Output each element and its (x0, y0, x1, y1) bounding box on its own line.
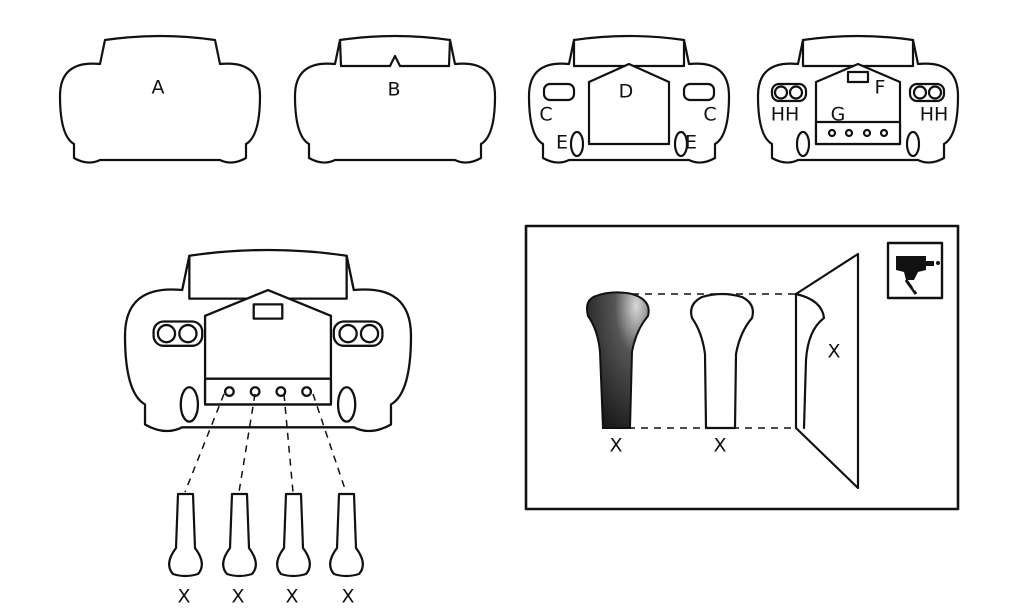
projected-outline (794, 292, 826, 430)
part-label-4: X (341, 586, 354, 608)
detail-box (524, 224, 960, 511)
spray-gun-icon (886, 241, 944, 300)
part-2 (222, 492, 257, 578)
shaded-part (586, 291, 650, 429)
projection-plane (794, 252, 860, 490)
label-b: B (387, 79, 400, 101)
detail-label-projection: X (827, 341, 840, 363)
large-car (123, 248, 413, 433)
part-3 (276, 492, 311, 578)
detail-label-outline: X (713, 435, 726, 457)
label-d: D (619, 81, 634, 103)
part-label-3: X (285, 586, 298, 608)
part-label-1: X (177, 586, 190, 608)
label-c-right: C (703, 104, 716, 126)
label-g: G (831, 104, 846, 126)
label-c-left: C (539, 104, 552, 126)
outline-part (690, 292, 754, 430)
part-4 (329, 492, 364, 578)
part-label-2: X (231, 586, 244, 608)
step-d-car (527, 34, 731, 164)
step-b-car (293, 34, 497, 164)
label-a: A (152, 77, 165, 99)
part-projection-lines (184, 393, 347, 493)
step-a-car (58, 34, 262, 164)
part-1 (168, 492, 203, 578)
label-e-left: E (556, 132, 568, 154)
label-hh-right: HH (920, 104, 949, 126)
label-f: F (875, 77, 886, 99)
label-hh-left: HH (771, 104, 800, 126)
detail-label-shaded: X (609, 435, 622, 457)
step-fgh-car (756, 34, 960, 164)
label-e-right: E (685, 132, 697, 154)
extracted-parts (168, 492, 364, 578)
